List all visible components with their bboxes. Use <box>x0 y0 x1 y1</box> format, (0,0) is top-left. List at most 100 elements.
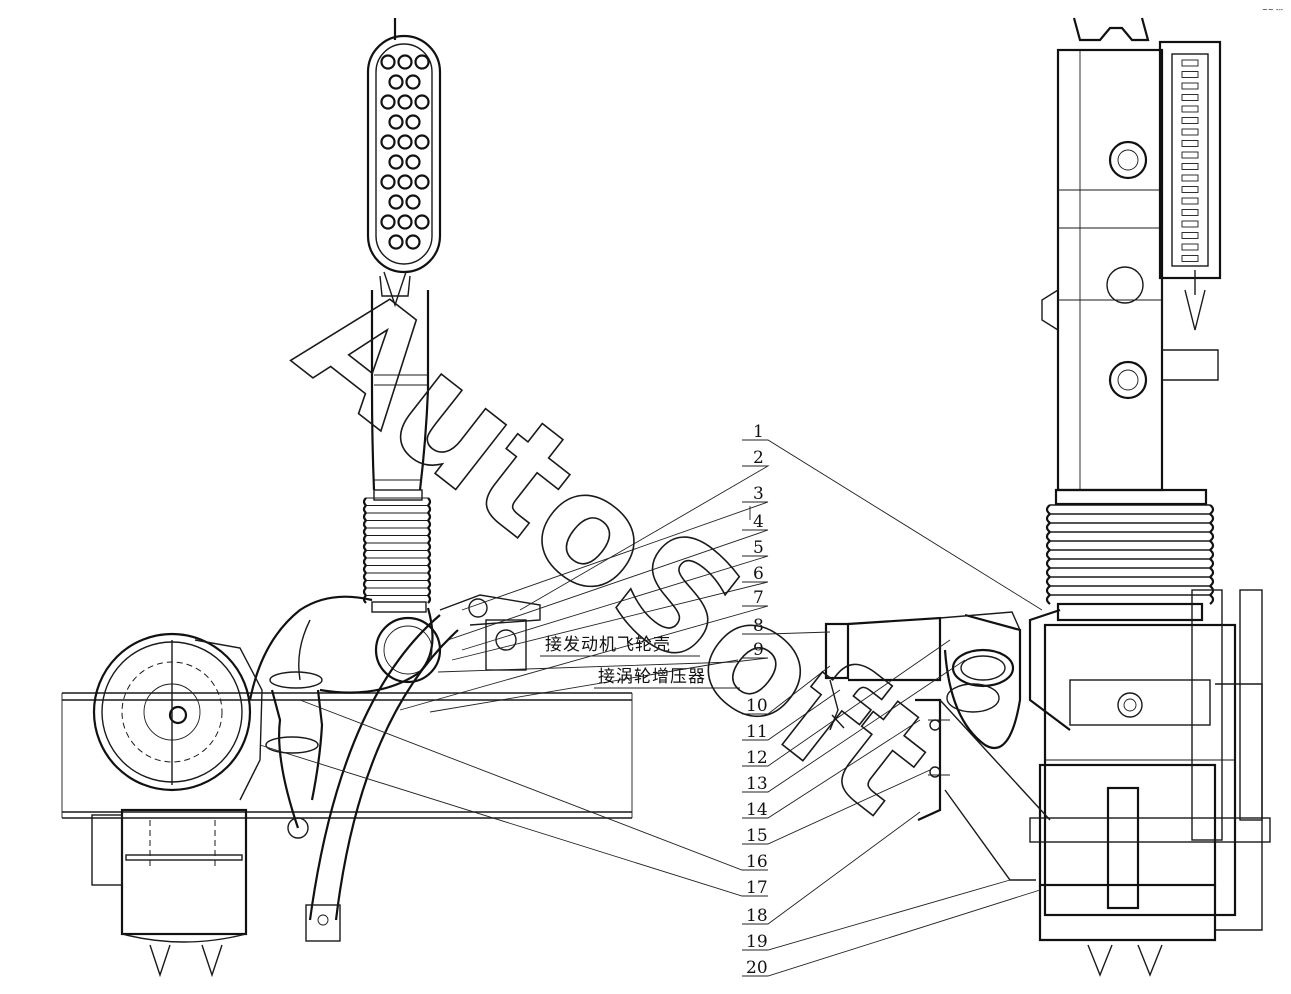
bellows-fold <box>1045 522 1215 533</box>
snorkel-hole <box>397 54 413 70</box>
bellows-fold <box>362 564 432 574</box>
part-number-16: 16 <box>746 852 768 872</box>
snorkel-hole <box>388 154 404 170</box>
strip-slot <box>1181 105 1199 113</box>
bellows-fold <box>362 519 432 529</box>
bellows-fold <box>1045 567 1215 578</box>
snorkel-hole <box>380 94 396 110</box>
strip-slot <box>1181 243 1199 251</box>
watermark-text: AutoSoft <box>268 251 963 847</box>
bellows-clamp <box>1054 488 1208 506</box>
connector-pipe-left <box>265 671 324 839</box>
intake-tower-right <box>1041 17 1222 492</box>
air-filter-right <box>1028 589 1271 977</box>
snorkel-hole <box>414 174 430 190</box>
bellows-left <box>362 489 432 613</box>
snorkel-hole <box>405 194 421 210</box>
snorkel-hole <box>388 194 404 210</box>
bellows-fold <box>362 527 432 537</box>
snorkel-head <box>366 18 442 308</box>
snorkel-hole <box>397 134 413 150</box>
snorkel-hole <box>397 174 413 190</box>
part-number-3: 3 <box>753 484 764 504</box>
bellows-fold <box>362 512 432 522</box>
strip-slot <box>1181 220 1199 228</box>
strip-slot <box>1181 197 1199 205</box>
part-number-5: 5 <box>753 538 764 558</box>
filter-strip-ticks <box>1181 59 1199 262</box>
snorkel-hole <box>380 54 396 70</box>
strip-slot <box>1181 140 1199 147</box>
part-number-labels: 1 2 3 4 5 6 7 8 9 10 11 12 13 14 15 16 1… <box>746 422 768 978</box>
strip-slot <box>1181 209 1199 216</box>
part-number-13: 13 <box>746 774 768 794</box>
part-number-2: 2 <box>753 448 764 468</box>
part-number-20: 20 <box>746 958 768 978</box>
bellows-fold <box>362 534 432 544</box>
strip-slot <box>1181 163 1199 170</box>
strip-slot <box>1181 174 1199 182</box>
bellows-fold <box>1045 513 1215 524</box>
snorkel-hole <box>397 94 413 110</box>
bellows-fold <box>362 587 432 597</box>
strip-slot <box>1181 128 1199 136</box>
snorkel-hole <box>380 134 396 150</box>
right-view <box>824 17 1271 977</box>
snorkel-hole <box>414 94 430 110</box>
part-number-17: 17 <box>746 878 768 898</box>
part-number-19: 19 <box>746 932 768 952</box>
corner-mark: ~~ --- <box>1262 6 1284 14</box>
intake-elbow-right <box>824 611 1022 750</box>
left-view <box>61 18 633 978</box>
part-number-10: 10 <box>746 696 768 716</box>
snorkel-hole <box>388 74 404 90</box>
part-number-15: 15 <box>746 826 768 846</box>
snorkel-hole <box>405 114 421 130</box>
bellows-right <box>1045 488 1215 622</box>
bellows-fold <box>1045 585 1215 596</box>
strip-slot <box>1181 255 1199 262</box>
part-number-7: 7 <box>753 588 764 608</box>
bellows-fold <box>1045 504 1215 515</box>
snorkel-hole <box>388 234 404 250</box>
snorkel-hole <box>414 214 430 230</box>
flywheel-housing-note: 接发动机飞轮壳 <box>545 635 671 655</box>
strip-slot <box>1181 71 1199 78</box>
strip-slot <box>1181 82 1199 90</box>
part-number-6: 6 <box>753 564 764 584</box>
bellows-fold <box>362 572 432 582</box>
elbow-pipe-left <box>248 594 541 701</box>
snorkel-holes <box>380 54 430 250</box>
bellows-fold <box>362 557 432 567</box>
part-number-12: 12 <box>746 748 768 768</box>
bellows-fold <box>362 504 432 514</box>
snorkel-hole <box>380 174 396 190</box>
strip-slot <box>1181 117 1199 124</box>
strip-slot <box>1181 94 1199 101</box>
part-number-18: 18 <box>746 906 768 926</box>
strip-slot <box>1181 232 1199 239</box>
part-number-9: 9 <box>753 640 764 660</box>
snorkel-hole <box>405 234 421 250</box>
bellows-fold <box>1045 594 1215 605</box>
intake-pipe-left <box>370 290 430 491</box>
snorkel-hole <box>380 214 396 230</box>
snorkel-hole <box>405 74 421 90</box>
snorkel-hole <box>414 134 430 150</box>
strip-slot <box>1181 151 1199 159</box>
bellows-fold <box>1045 531 1215 542</box>
bellows-clamp <box>373 489 423 501</box>
snorkel-hole <box>414 54 430 70</box>
part-number-11: 11 <box>746 722 768 742</box>
bellows-clamp <box>371 601 427 613</box>
bellows-fold <box>1045 576 1215 587</box>
callout-annotations: 接发动机飞轮壳 接涡轮增压器 <box>540 635 740 689</box>
air-filter-left <box>91 632 263 978</box>
part-number-4: 4 <box>753 512 764 532</box>
bellows-fold <box>1045 549 1215 560</box>
part-number-1: 1 <box>753 422 764 442</box>
turbocharger-note: 接涡轮增压器 <box>598 667 706 687</box>
bellows-fold <box>1045 540 1215 551</box>
